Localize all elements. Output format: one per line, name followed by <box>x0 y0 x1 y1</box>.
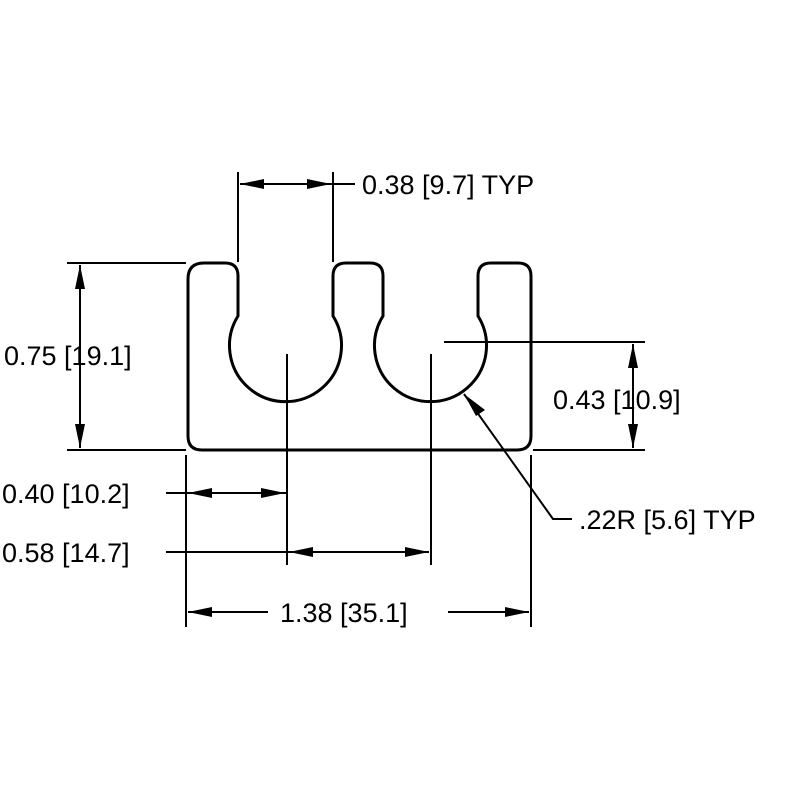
dim-radius-label: .22R [5.6] TYP <box>579 505 756 535</box>
dim-slot-center-height: 0.43 [10.9] <box>553 344 681 448</box>
dim-radius: .22R [5.6] TYP <box>463 393 756 535</box>
dim-slot-center-height-label: 0.43 [10.9] <box>553 385 681 415</box>
dim-slot-width-label: 0.38 [9.7] TYP <box>362 170 534 200</box>
dim-first-slot-offset-label: 0.40 [10.2] <box>2 479 130 509</box>
dim-first-slot-offset: 0.40 [10.2] <box>2 479 286 509</box>
dim-height-label: 0.75 [19.1] <box>4 341 132 371</box>
part-outline <box>186 261 533 452</box>
dim-height: 0.75 [19.1] <box>4 265 132 448</box>
dim-slot-width: 0.38 [9.7] TYP <box>240 170 534 200</box>
dim-slot-pitch-label: 0.58 [14.7] <box>2 538 130 568</box>
dim-overall-width: 1.38 [35.1] <box>188 598 529 628</box>
dim-overall-width-label: 1.38 [35.1] <box>280 598 408 628</box>
dim-slot-pitch: 0.58 [14.7] <box>2 538 429 568</box>
